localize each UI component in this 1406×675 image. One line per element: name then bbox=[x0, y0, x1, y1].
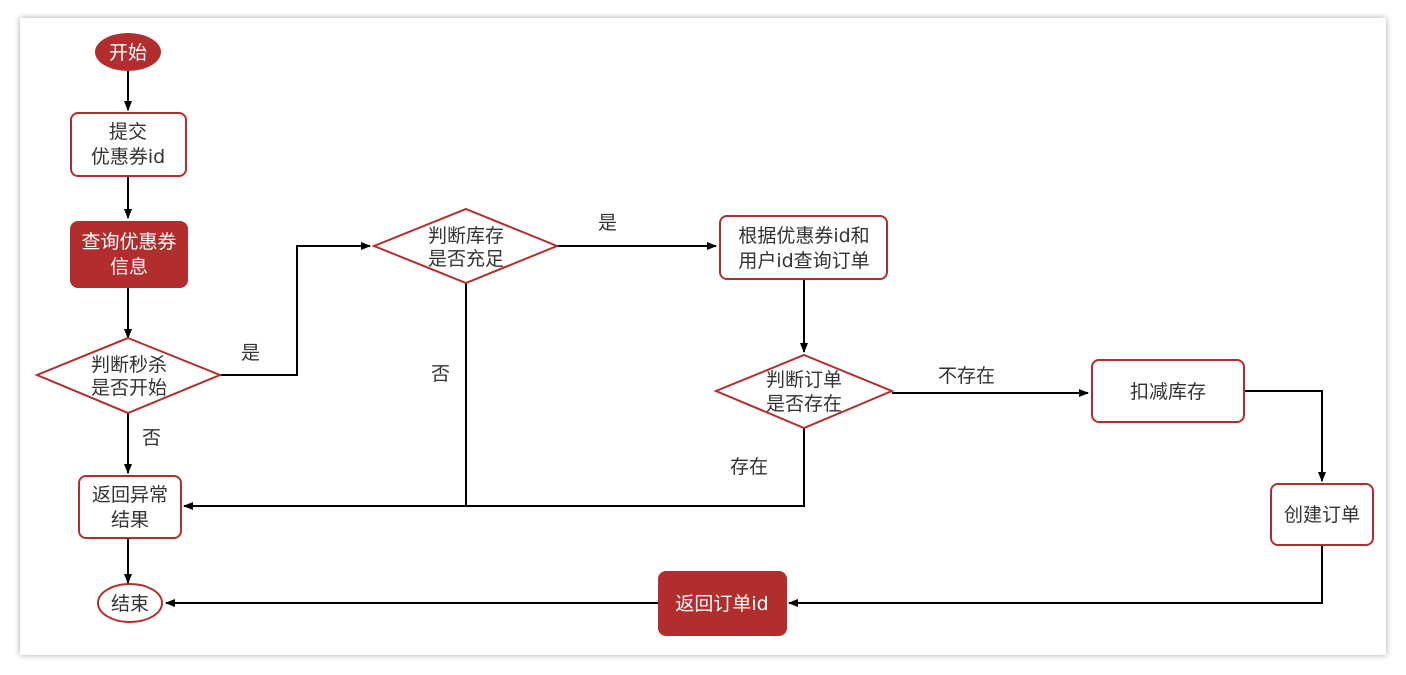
node-return-order-id: 返回订单id bbox=[658, 571, 787, 636]
label-seckill-yes: 是 bbox=[241, 342, 260, 364]
node-start: 开始 bbox=[95, 33, 161, 71]
node-end: 结束 bbox=[97, 583, 163, 623]
node-query-coupon: 查询优惠券 信息 bbox=[70, 221, 188, 288]
node-query-coupon-line-2: 信息 bbox=[110, 256, 148, 278]
node-submit: 提交 优惠券id bbox=[70, 112, 187, 177]
edge-seckill-yes bbox=[220, 242, 371, 376]
label-order-exist: 存在 bbox=[730, 456, 768, 478]
edge-create-return-id bbox=[788, 545, 1323, 607]
node-return-error-line-2: 结果 bbox=[111, 509, 149, 531]
edge-deduct-create bbox=[1244, 390, 1326, 482]
node-check-seckill-line-1: 判断秒杀 bbox=[91, 354, 167, 376]
node-deduct-stock-label: 扣减库存 bbox=[1130, 381, 1206, 403]
node-submit-line-1: 提交 bbox=[109, 121, 147, 143]
node-check-seckill-line-2: 是否开始 bbox=[91, 377, 167, 399]
node-query-order-line-2: 用户id查询订单 bbox=[738, 250, 869, 272]
edges bbox=[124, 71, 1326, 607]
node-create-order: 创建订单 bbox=[1270, 483, 1374, 546]
node-deduct-stock: 扣减库存 bbox=[1091, 359, 1245, 423]
label-order-not-exist: 不存在 bbox=[938, 365, 995, 387]
node-return-order-id-label: 返回订单id bbox=[675, 593, 768, 615]
label-stock-yes: 是 bbox=[598, 212, 617, 234]
node-end-label: 结束 bbox=[111, 593, 149, 615]
node-check-order: 判断订单 是否存在 bbox=[713, 353, 895, 430]
node-return-error: 返回异常 结果 bbox=[78, 475, 182, 539]
node-check-seckill: 判断秒杀 是否开始 bbox=[34, 336, 223, 415]
node-check-order-line-2: 是否存在 bbox=[766, 393, 842, 415]
edge-labels: 是 否 是 否 不存在 存在 bbox=[142, 212, 995, 478]
node-query-order: 根据优惠券id和 用户id查询订单 bbox=[719, 215, 888, 280]
node-start-label: 开始 bbox=[109, 42, 147, 64]
edge-stock-no bbox=[183, 283, 467, 510]
diagram-frame bbox=[20, 18, 1386, 655]
node-check-stock: 判断库存 是否充足 bbox=[371, 207, 560, 285]
node-query-order-line-1: 根据优惠券id和 bbox=[738, 225, 869, 247]
edge-order-exist bbox=[466, 428, 805, 507]
node-return-error-line-1: 返回异常 bbox=[92, 484, 168, 506]
node-create-order-label: 创建订单 bbox=[1284, 504, 1360, 526]
node-submit-line-2: 优惠券id bbox=[91, 146, 165, 168]
node-check-stock-line-2: 是否充足 bbox=[428, 248, 504, 270]
label-seckill-no: 否 bbox=[142, 427, 161, 449]
node-check-order-line-1: 判断订单 bbox=[766, 369, 842, 391]
node-query-coupon-line-1: 查询优惠券 bbox=[81, 231, 176, 253]
label-stock-no: 否 bbox=[431, 363, 450, 385]
node-check-stock-line-1: 判断库存 bbox=[428, 225, 504, 247]
